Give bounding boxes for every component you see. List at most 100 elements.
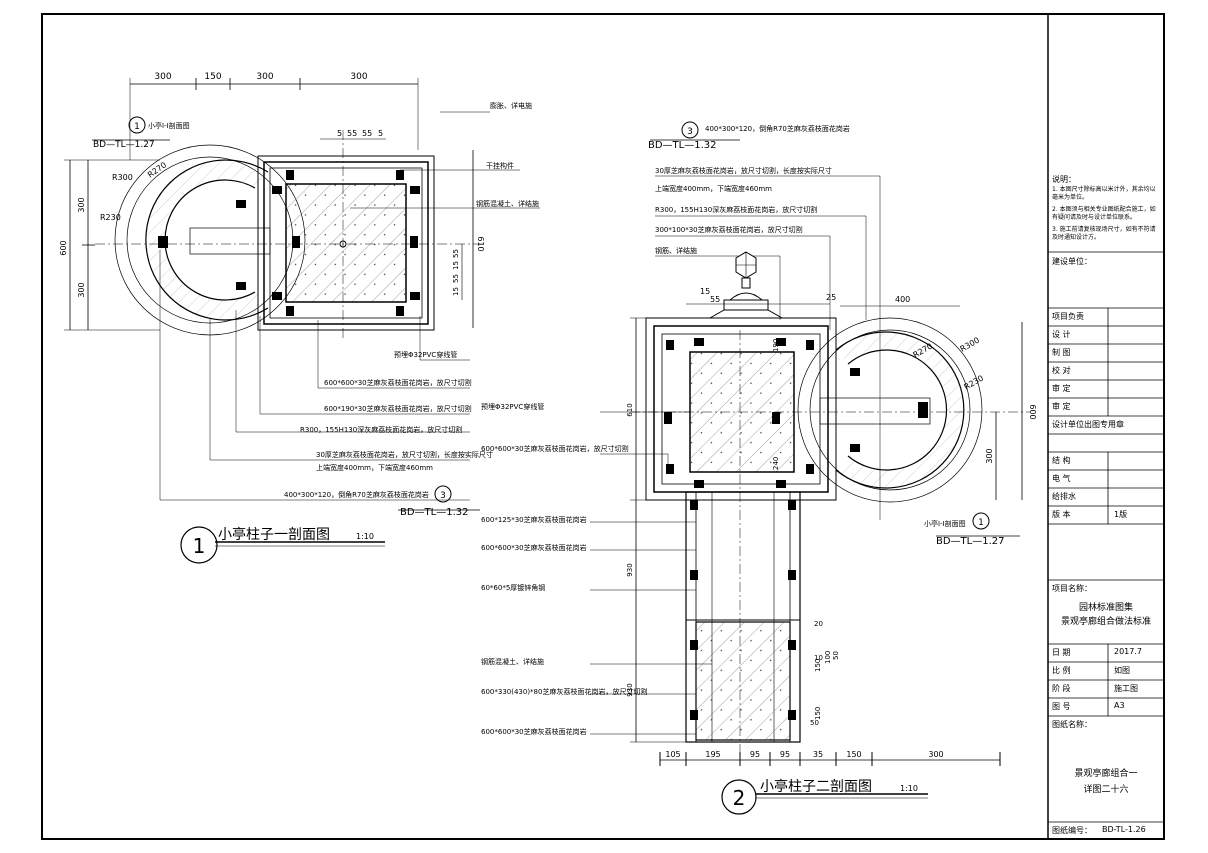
sec1-ref-bottom-sheet: BD—TL—1.32 xyxy=(400,507,469,518)
sec1-right-dim-2: 55 xyxy=(452,274,460,283)
sec1-scale: 1:10 xyxy=(356,532,374,541)
tb-row-label-10: 版 本 xyxy=(1052,510,1071,519)
sec1-right-dim-0: 55 xyxy=(452,249,460,258)
tb-date-label: 日 期 xyxy=(1052,648,1071,657)
sec2-callout-left-5: 钢筋混凝土、详结施 xyxy=(481,657,544,666)
tb-project-label: 项目名称： xyxy=(1052,584,1092,593)
sec2-callout-top-2: R300，155H130深灰麻荔枝面花岗岩，放尺寸切割 xyxy=(655,205,817,214)
sec2-right-dim-0: 600 xyxy=(1028,404,1037,419)
tb-drawing-code-value: BD-TL-1.26 xyxy=(1102,825,1146,834)
sec2-callout-left-3: 600*600*30芝麻灰荔枝面花岗岩 xyxy=(481,543,587,552)
sec2-callout-left-0: 预埋Φ32PVC穿线管 xyxy=(481,402,544,411)
sec2-bottom-dim-3: 95 xyxy=(780,750,790,759)
sec1-radius-2: R230 xyxy=(100,213,121,222)
tb-notes-label: 说明： xyxy=(1052,175,1076,184)
sec2-inner-dim-8: 50 xyxy=(810,719,819,727)
sec1-ref-top-num: 1 xyxy=(134,122,140,132)
tb-row-label-7: 结 构 xyxy=(1052,456,1071,465)
sec2-inner-dim-7: 150 xyxy=(814,707,822,720)
sec2-bottom-dim-5: 150 xyxy=(846,750,861,759)
sec2-vert-dim-left-1: 930 xyxy=(626,563,634,576)
sec2-callout-top-3: 300*100*30芝麻灰荔枝面花岗岩，放尺寸切割 xyxy=(655,225,803,234)
sec2-ref-top-sheet: BD—TL—1.32 xyxy=(648,140,717,151)
sec2-inner-dim-3: 100 xyxy=(824,651,832,664)
sec2-callout-left-1: 600*600*30芝麻灰荔枝面花岗岩，放尺寸切割 xyxy=(481,444,629,453)
sec2-right-dim-1: 300 xyxy=(985,448,994,463)
sec2-callout-left-4: 60*60*5厚镀锌角钢 xyxy=(481,583,545,592)
sec1-callout-bottom-1: 600*600*30芝麻灰荔枝面花岗岩，放尺寸切割 xyxy=(324,378,472,387)
sec1-callout-right-0: 膨胀、详电施 xyxy=(490,101,532,110)
tb-row-label-5: 审 定 xyxy=(1052,402,1071,411)
tb-date-value: 2017.7 xyxy=(1114,647,1142,656)
tb-row-label-4: 审 定 xyxy=(1052,384,1071,393)
tb-scale-value: 如图 xyxy=(1114,666,1130,675)
tb-row-label-2: 制 图 xyxy=(1052,348,1071,357)
sec2-vert-dim-left-2: 930 xyxy=(626,683,634,696)
sec1-ref-top-sheet: BD—TL—1.27 xyxy=(93,140,155,150)
sec2-inner-dim-6: 10 xyxy=(814,654,823,662)
sec1-top-dim-1: 150 xyxy=(204,72,221,82)
sec2-ref-top-label: 400*300*120，倒角R70芝麻灰荔枝面花岗岩 xyxy=(705,124,850,133)
sec1-callout-bottom-5: 上端宽度400mm，下端宽度460mm xyxy=(316,463,433,472)
sec2-scale: 1:10 xyxy=(900,784,918,793)
sec1-right-dim-1: 15 xyxy=(452,261,460,270)
sec1-radius-0: R300 xyxy=(112,173,133,182)
sec2-radius-0: R300 xyxy=(959,336,982,354)
sec2-bottom-dim-2: 95 xyxy=(750,750,760,759)
tb-project-name-1: 园林标准图集 xyxy=(1078,603,1133,613)
tb-note-0: 1. 本图尺寸除标高以米计外，其余均以毫米为单位。 xyxy=(1052,186,1156,201)
sec1-callout-bottom-4: 30厚芝麻灰荔枝面花岗岩，放尺寸切割，长度按实际尺寸 xyxy=(316,450,493,459)
sec2-inner-dim-1: 240 xyxy=(772,457,780,470)
tb-project-name-2: 景观亭廊组合做法标准 xyxy=(1060,617,1151,627)
sec2-inner-dim-2: 150 xyxy=(814,659,822,672)
sec2-top-dim-3: 400 xyxy=(895,295,910,304)
sec1-top-dim-2: 300 xyxy=(256,72,273,82)
sec1-ref-bottom-num: 3 xyxy=(440,491,446,501)
sec2-bottom-dim-0: 105 xyxy=(665,750,680,759)
tb-drawing-code-label: 图纸编号： xyxy=(1052,826,1092,835)
sec2-callout-top-0: 30厚芝麻灰荔枝面花岗岩，放尺寸切割，长度按实际尺寸 xyxy=(655,166,832,175)
tb-drawing-name-1: 景观亭廊组合一 xyxy=(1074,769,1138,779)
sec2-ref-top-num: 3 xyxy=(687,127,693,137)
sec1-radius-1: R270 xyxy=(146,160,168,179)
tb-scale-label: 比 例 xyxy=(1052,666,1071,675)
sec1-left-total: 600 xyxy=(59,240,68,255)
sec1-title-number: 1 xyxy=(193,534,206,558)
sec2-bottom-dim-4: 35 xyxy=(813,750,823,759)
sec2-top-dim-1: 55 xyxy=(710,295,720,304)
tb-notes: 1. 本图尺寸除标高以米计外，其余均以毫米为单位。 2. 本图须与相关专业图纸配… xyxy=(1052,186,1160,246)
tb-row-label-6: 设计单位出图专用章 xyxy=(1052,420,1124,429)
sec2-bottom-dim-1: 195 xyxy=(705,750,720,759)
sec1-callout-bottom-2: 600*190*30芝麻灰荔枝面花岗岩，放尺寸切割 xyxy=(324,404,472,413)
sec1-left-dim-1: 300 xyxy=(77,282,86,297)
title-block-grid xyxy=(1048,251,1164,823)
sec1-inner-dim-1: 55 xyxy=(347,129,357,138)
sec1-left-dim-0: 300 xyxy=(77,197,86,212)
sec2-callout-left-7: 600*600*30芝麻灰荔枝面花岗岩 xyxy=(481,727,587,736)
sec2-title-number: 2 xyxy=(733,786,746,810)
sec1-callout-bottom-6: 400*300*120，倒角R70芝麻灰荔枝面花岗岩 xyxy=(284,490,429,499)
sec1-inner-dim-3: 5 xyxy=(378,129,383,138)
sheet-outer-border xyxy=(41,13,1165,840)
tb-drawing-name-label: 图纸名称： xyxy=(1052,720,1092,729)
tb-sheet-no-value: A3 xyxy=(1114,701,1125,710)
sec1-ref-top-label: 小亭Ⅰ-Ⅰ剖面图 xyxy=(148,121,190,130)
sec2-inner-dim-0: 190 xyxy=(772,339,780,352)
sec1-title: 小亭柱子一剖面图 xyxy=(218,526,330,543)
tb-drawing-name-2: 详图二十六 xyxy=(1083,785,1129,795)
sec2-callout-top-4: 钢筋、详结施 xyxy=(655,246,697,255)
sec1-callout-bottom-0: 预埋Φ32PVC穿线管 xyxy=(394,350,457,359)
tb-note-2: 3. 施工前请复核现场尺寸，如有不符请及时通知设计方。 xyxy=(1052,226,1156,241)
sec1-inner-dim-2: 55 xyxy=(362,129,372,138)
section-2-drawing: 3 BD—TL—1.32 400*300*120，倒角R70芝麻灰荔枝面花岗岩 … xyxy=(481,121,1037,815)
sec1-callout-right-1: 干挂构件 xyxy=(486,161,514,170)
sec2-callout-left-2: 600*125*30芝麻灰荔枝面花岗岩 xyxy=(481,515,587,524)
tb-row-label-0: 项目负责 xyxy=(1052,312,1084,321)
tb-sheet-no-label: 图 号 xyxy=(1052,702,1071,711)
sec2-top-dim-2: 25 xyxy=(826,293,836,302)
tb-row-label-9: 给排水 xyxy=(1052,492,1076,501)
sec2-radius-2: R230 xyxy=(963,374,986,392)
tb-row-label-8: 电 气 xyxy=(1052,474,1071,483)
title-block: 说明： 1. 本图尺寸除标高以米计外，其余均以毫米为单位。 2. 本图须与相关专… xyxy=(1048,14,1164,839)
